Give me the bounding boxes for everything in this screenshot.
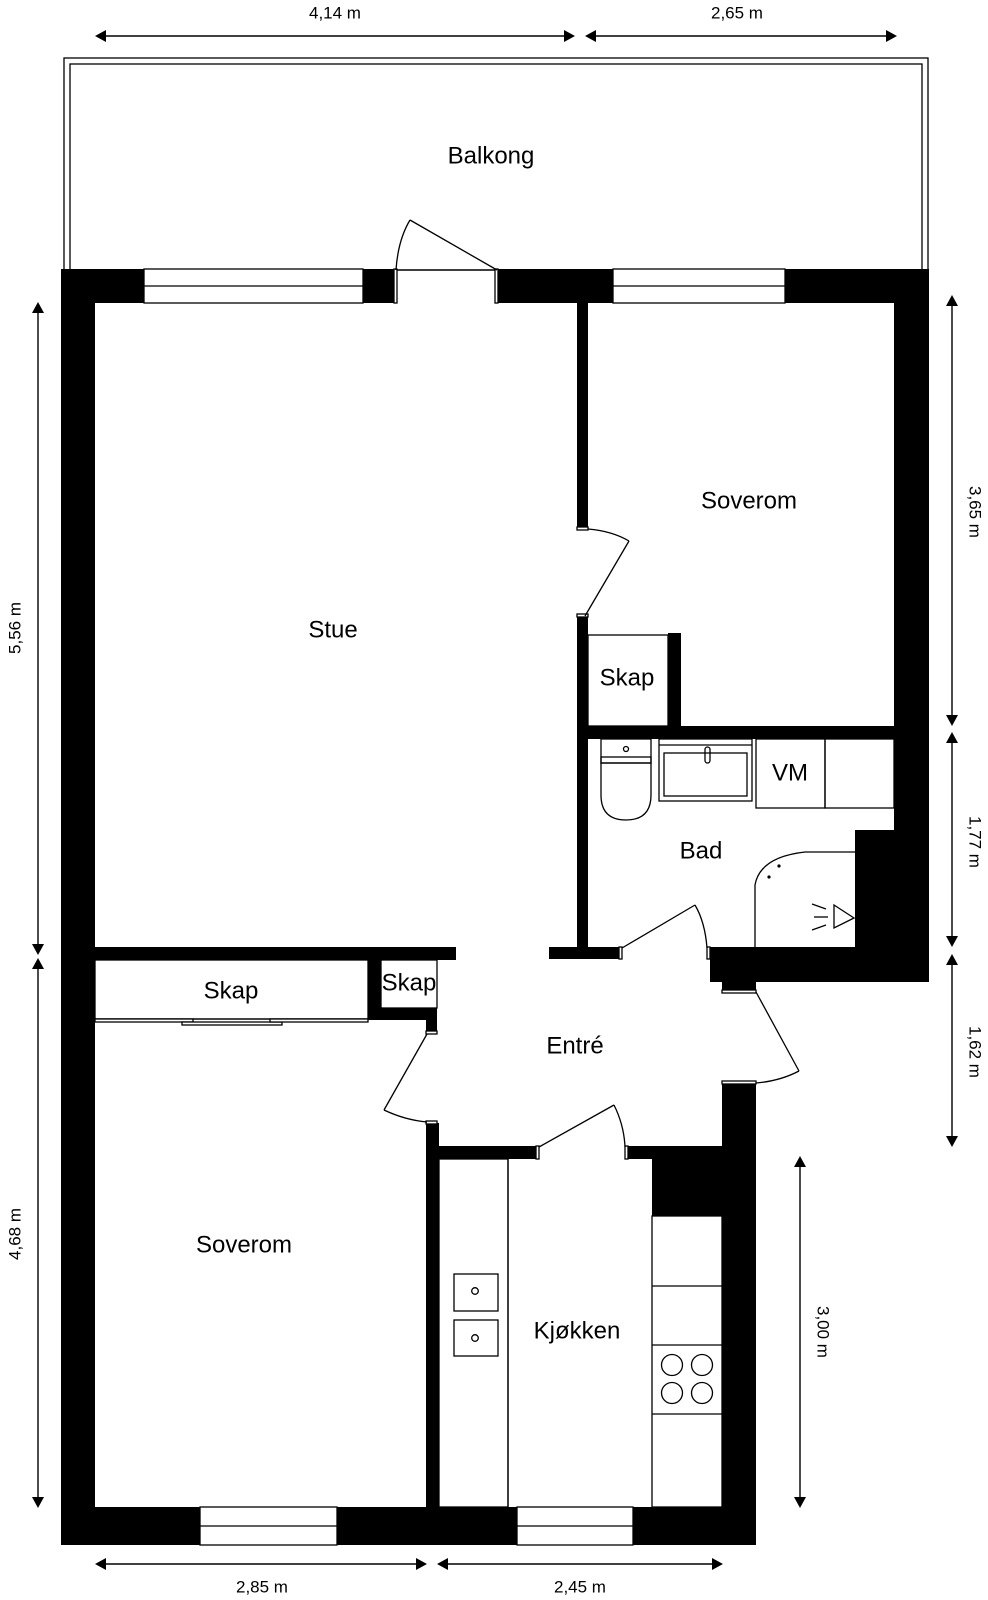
toilet-icon (600, 738, 652, 821)
room-label-kitchen: Kjøkken (534, 1317, 621, 1344)
dimension-label: 5,56 m (5, 602, 24, 654)
washing-machine-label: VM (772, 759, 808, 786)
dimension-left-lower: 4,68 m (5, 958, 44, 1508)
room-label-balcony: Balkong (448, 142, 535, 169)
bedroom-1-door (576, 526, 630, 618)
dimension-label: 3,00 m (814, 1306, 833, 1358)
dimension-label: 1,62 m (966, 1026, 985, 1078)
dimension-right-middle: 1,77 m (946, 732, 985, 947)
dimension-label: 2,85 m (236, 1577, 288, 1596)
window-bedroom-1 (612, 268, 786, 304)
dimension-label: 2,45 m (554, 1577, 606, 1596)
room-label-entrance: Entré (546, 1032, 603, 1059)
kitchen-sink-icon (453, 1273, 499, 1357)
dimension-label: 1,77 m (966, 816, 985, 868)
dimension-bottom-left: 2,85 m (95, 1558, 427, 1596)
dimension-label: 4,14 m (309, 3, 361, 22)
bathroom-door (618, 904, 711, 960)
dimension-label: 2,65 m (711, 3, 763, 22)
dimension-label: 4,68 m (5, 1208, 24, 1260)
dimension-right-lower: 1,62 m (946, 954, 985, 1147)
outer-walls (61, 269, 929, 1545)
room-label-hall-closet-small: Skap (382, 969, 437, 996)
window-stue (143, 268, 364, 304)
interior-walls (95, 303, 894, 1507)
sink-icon (658, 738, 753, 802)
balcony-door (393, 219, 499, 304)
shower-icon (754, 851, 856, 948)
window-bedroom-2 (199, 1506, 338, 1546)
stove-icon (660, 1353, 714, 1405)
dimension-left-upper: 5,56 m (5, 302, 44, 955)
main-entrance-door (721, 989, 800, 1085)
dimension-right-kitchen: 3,00 m (794, 1156, 833, 1508)
dimension-top-right: 2,65 m (585, 3, 897, 42)
dimension-top-left: 4,14 m (95, 3, 575, 42)
window-kitchen (516, 1506, 634, 1546)
bedroom-2-door (383, 1030, 438, 1125)
dimension-bottom-right: 2,45 m (437, 1558, 723, 1596)
room-label-bedroom-2: Soverom (196, 1231, 292, 1258)
room-label-bedroom-1: Soverom (701, 487, 797, 514)
bathroom-fixtures: VM (600, 738, 895, 948)
hall-closet-small (380, 959, 438, 1009)
hall-closet-large (94, 959, 369, 1026)
room-label-hall-closet-large: Skap (204, 977, 259, 1004)
room-label-closet-bedroom-1: Skap (600, 664, 655, 691)
kitchen-door (535, 1104, 629, 1160)
dimension-right-upper: 3,65 m (946, 295, 985, 726)
room-label-living-room: Stue (308, 616, 357, 643)
room-label-bathroom: Bad (680, 837, 723, 864)
kitchen-fixtures (438, 1158, 723, 1508)
dimension-label: 3,65 m (966, 486, 985, 538)
closet-bedroom-1 (587, 634, 669, 727)
bath-cabinet (824, 738, 895, 809)
washing-machine: VM (755, 738, 826, 809)
